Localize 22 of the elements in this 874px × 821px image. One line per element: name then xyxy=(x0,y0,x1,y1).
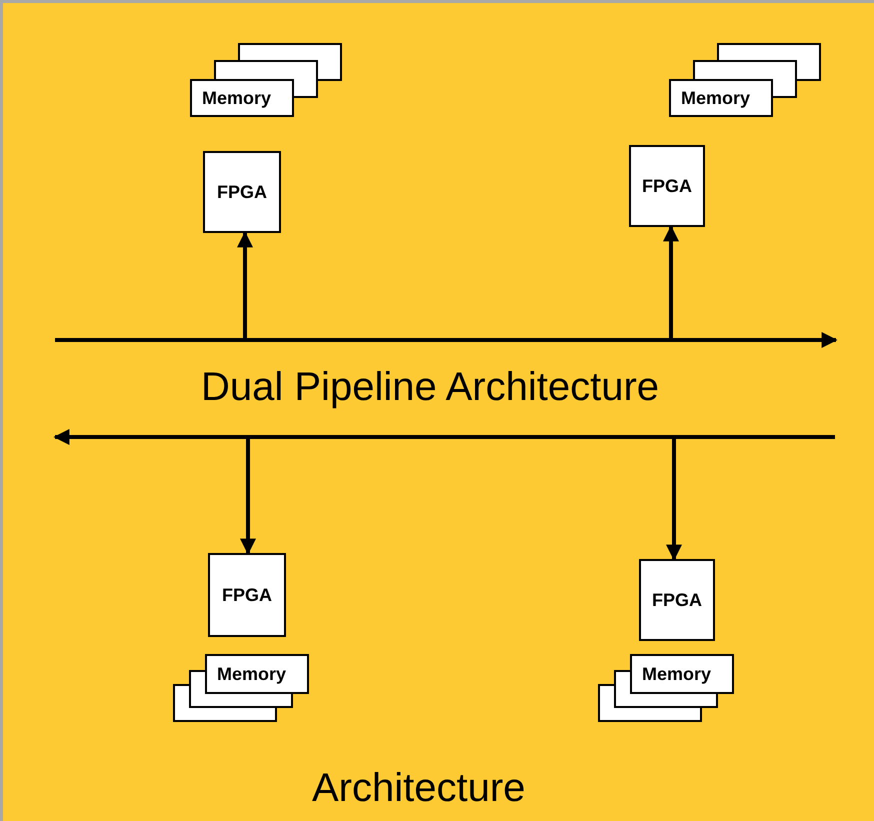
node-label: FPGA xyxy=(642,176,692,196)
node-label: Memory xyxy=(217,662,286,686)
node-label: Memory xyxy=(642,662,712,686)
bus-label: Dual Pipeline Architecture xyxy=(201,365,660,410)
fpga-box xyxy=(639,559,715,641)
arrow xyxy=(666,437,682,561)
node-label: FPGA xyxy=(216,182,267,202)
arrow xyxy=(240,437,256,555)
fpga-box xyxy=(208,553,286,637)
memory-stack xyxy=(190,43,342,117)
node-label: FPGA xyxy=(652,590,702,610)
node-label: Memory xyxy=(681,86,750,110)
node-label: Memory xyxy=(202,86,272,110)
arrow xyxy=(237,231,253,340)
fpga-box xyxy=(203,151,281,233)
caption: Architecture xyxy=(312,766,526,811)
memory-stack xyxy=(173,654,309,722)
memory-stack xyxy=(669,43,821,117)
memory-stack xyxy=(598,654,734,722)
fpga-box xyxy=(629,145,705,227)
node-label: FPGA xyxy=(222,584,272,606)
arrow xyxy=(663,225,679,340)
